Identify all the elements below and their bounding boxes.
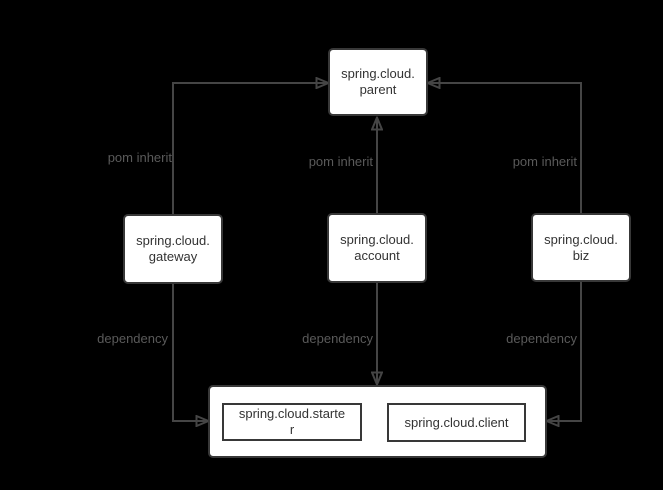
node-spring-cloud-client: spring.cloud.client	[387, 403, 526, 442]
node-label: spring.cloud.starte r	[238, 406, 346, 437]
node-spring-cloud-gateway: spring.cloud. gateway	[123, 214, 223, 284]
edge-gateway-to-parent	[172, 83, 328, 214]
edge-label-dependency-middle: dependency	[302, 331, 373, 346]
node-spring-cloud-account: spring.cloud. account	[327, 213, 427, 283]
edge-label-pom-inherit-left: pom inherit	[107, 150, 172, 165]
node-label: spring.cloud. parent	[341, 66, 415, 97]
edge-label-pom-inherit-right: pom inherit	[512, 154, 577, 169]
edge-biz-to-parent	[428, 83, 582, 213]
node-label: spring.cloud. gateway	[136, 233, 210, 264]
node-spring-cloud-starter: spring.cloud.starte r	[222, 403, 362, 441]
node-spring-cloud-biz: spring.cloud. biz	[531, 213, 631, 282]
node-label: spring.cloud.client	[404, 414, 509, 430]
edge-label-dependency-right: dependency	[506, 331, 577, 346]
node-label: spring.cloud. biz	[544, 231, 618, 263]
node-spring-cloud-parent: spring.cloud. parent	[328, 48, 428, 116]
node-label: spring.cloud. account	[340, 232, 414, 263]
edge-gateway-to-group	[172, 284, 208, 421]
edge-label-pom-inherit-middle: pom inherit	[308, 154, 373, 169]
edge-label-dependency-left: dependency	[97, 331, 168, 346]
edge-biz-to-group	[547, 282, 582, 421]
